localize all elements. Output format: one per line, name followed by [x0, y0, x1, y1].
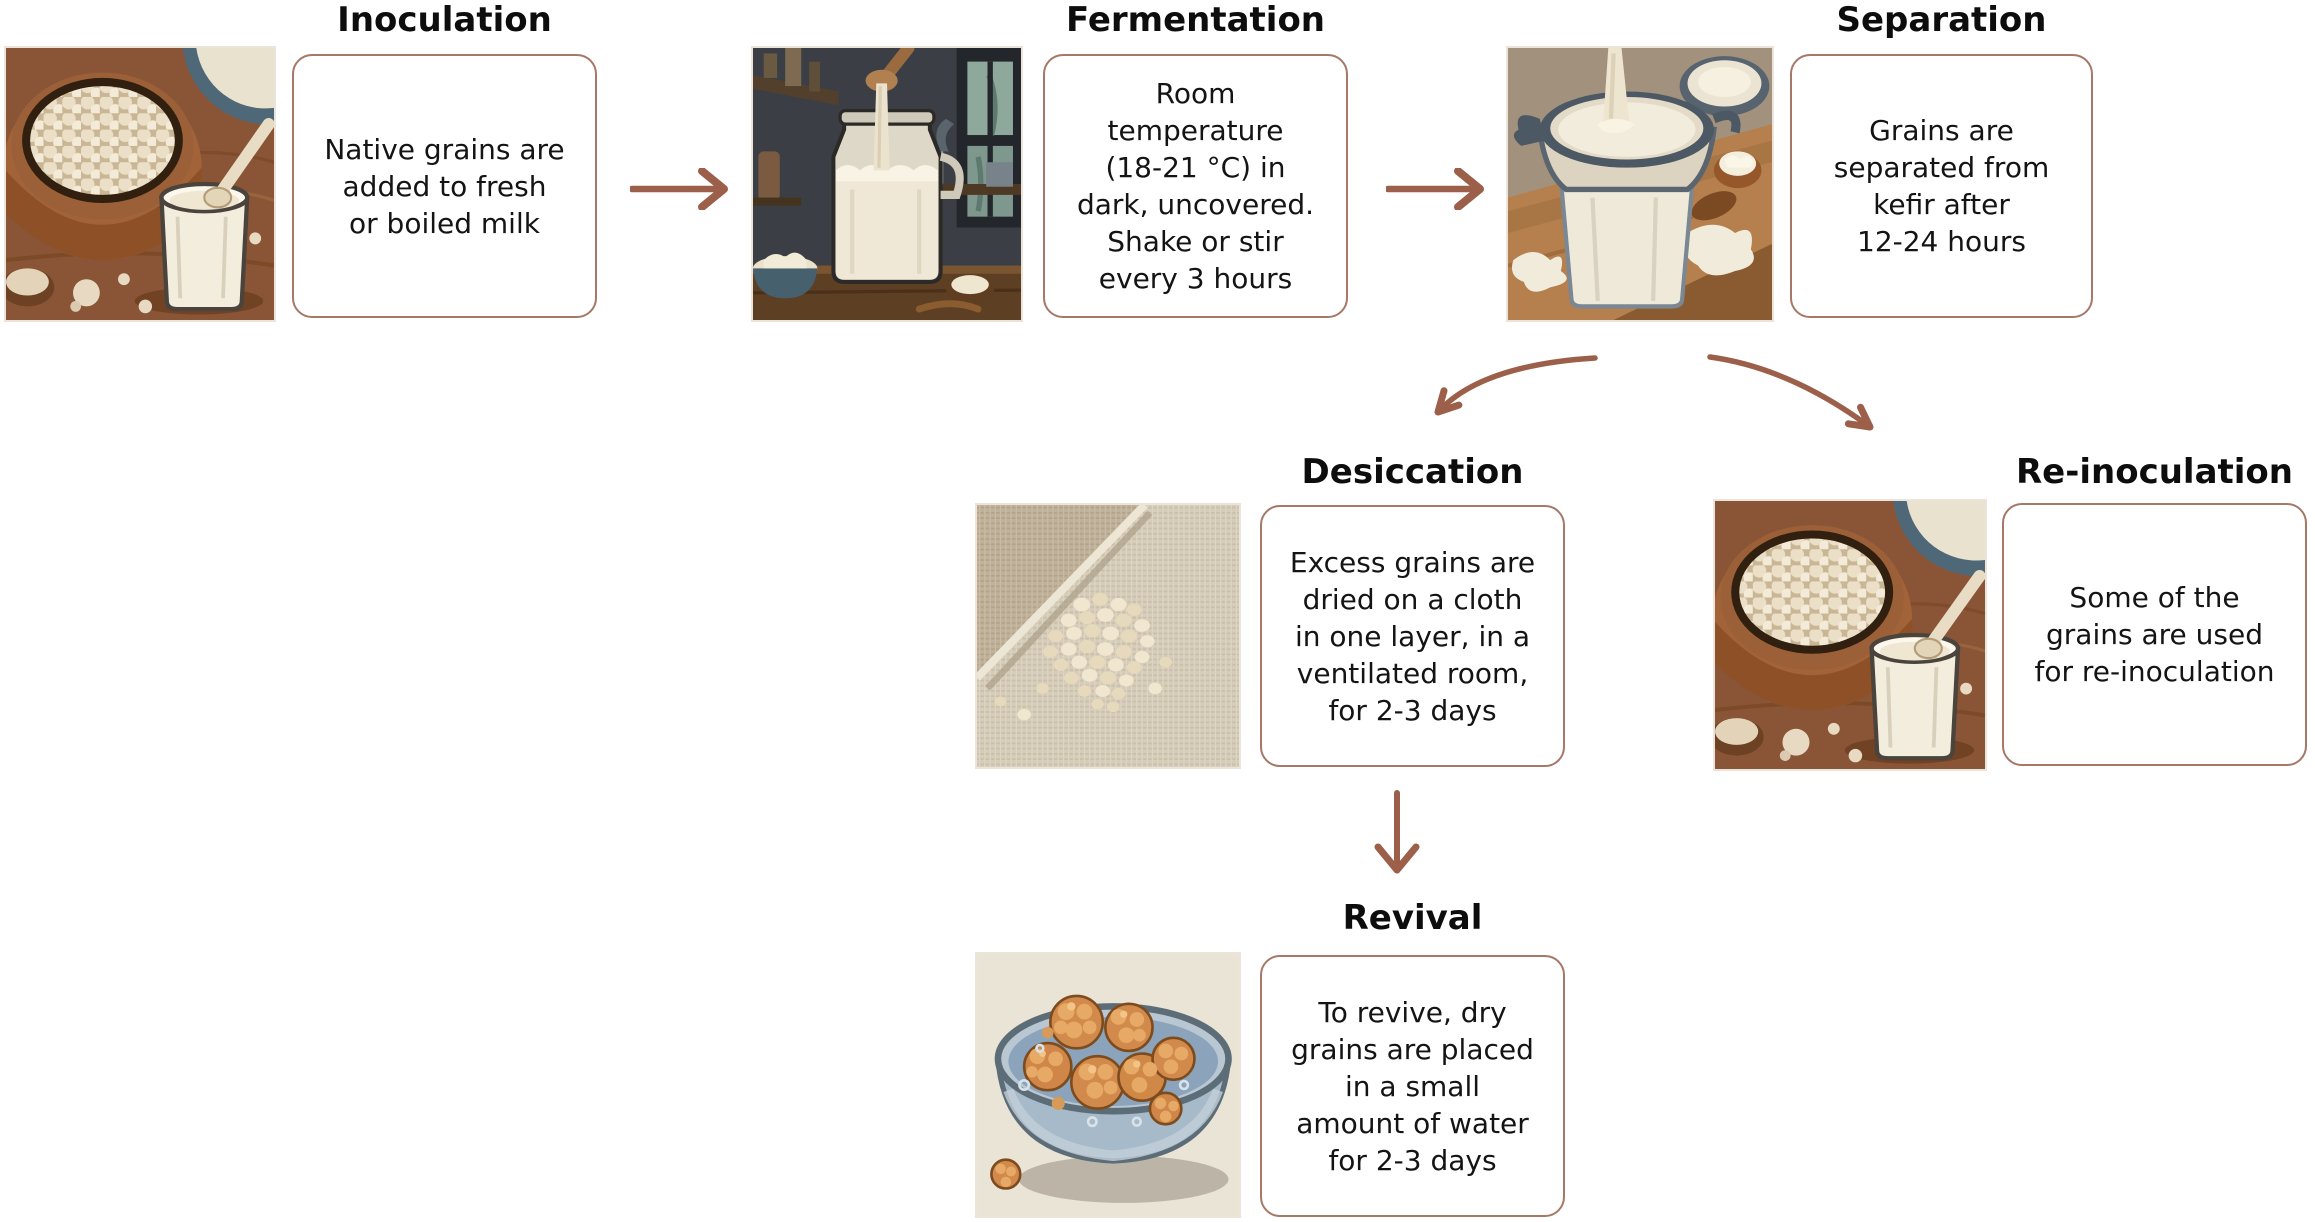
arrow-down-icon	[1374, 790, 1420, 874]
stage-text-revival: To revive, dry grains are placed in a sm…	[1291, 995, 1534, 1177]
stage-text-fermentation: Room temperature (18-21 °C) in dark, unc…	[1076, 77, 1315, 295]
stage-title-desiccation: Desiccation	[1301, 452, 1524, 492]
stage-card-revival: To revive, dry grains are placed in a sm…	[1260, 955, 1565, 1217]
branch-arrows	[1434, 354, 1874, 431]
inoculation-illustration	[4, 46, 276, 322]
stage-card-desiccation: Excess grains are dried on a cloth in on…	[1260, 505, 1565, 767]
stage-title-reinoculation: Re-inoculation	[2016, 452, 2293, 492]
arrow-right-icon	[630, 168, 728, 210]
stage-card-fermentation: Room temperature (18-21 °C) in dark, unc…	[1043, 54, 1348, 318]
separation-illustration	[1506, 46, 1774, 322]
stage-card-inoculation: Native grains are added to fresh or boil…	[292, 54, 597, 318]
desiccation-photo	[975, 503, 1241, 769]
stage-text-reinoculation: Some of the grains are used for re-inocu…	[2034, 581, 2275, 688]
stage-text-inoculation: Native grains are added to fresh or boil…	[324, 132, 565, 240]
stage-text-desiccation: Excess grains are dried on a cloth in on…	[1289, 545, 1536, 727]
stage-card-reinoculation: Some of the grains are used for re-inocu…	[2002, 503, 2307, 766]
stage-title-separation: Separation	[1836, 0, 2047, 40]
curved-arrow-down-right-icon	[1707, 354, 1874, 431]
stage-card-separation: Grains are separated from kefir after 12…	[1790, 54, 2093, 318]
stage-title-inoculation: Inoculation	[337, 0, 552, 40]
stage-title-revival: Revival	[1342, 898, 1483, 938]
fermentation-illustration	[751, 46, 1023, 322]
reinoculation-illustration	[1713, 499, 1987, 771]
curved-arrow-down-left-icon	[1434, 355, 1598, 416]
revival-illustration	[975, 952, 1241, 1218]
stage-title-fermentation: Fermentation	[1065, 0, 1326, 40]
stage-text-separation: Grains are separated from kefir after 12…	[1833, 114, 2050, 258]
arrow-right-icon	[1386, 168, 1484, 210]
